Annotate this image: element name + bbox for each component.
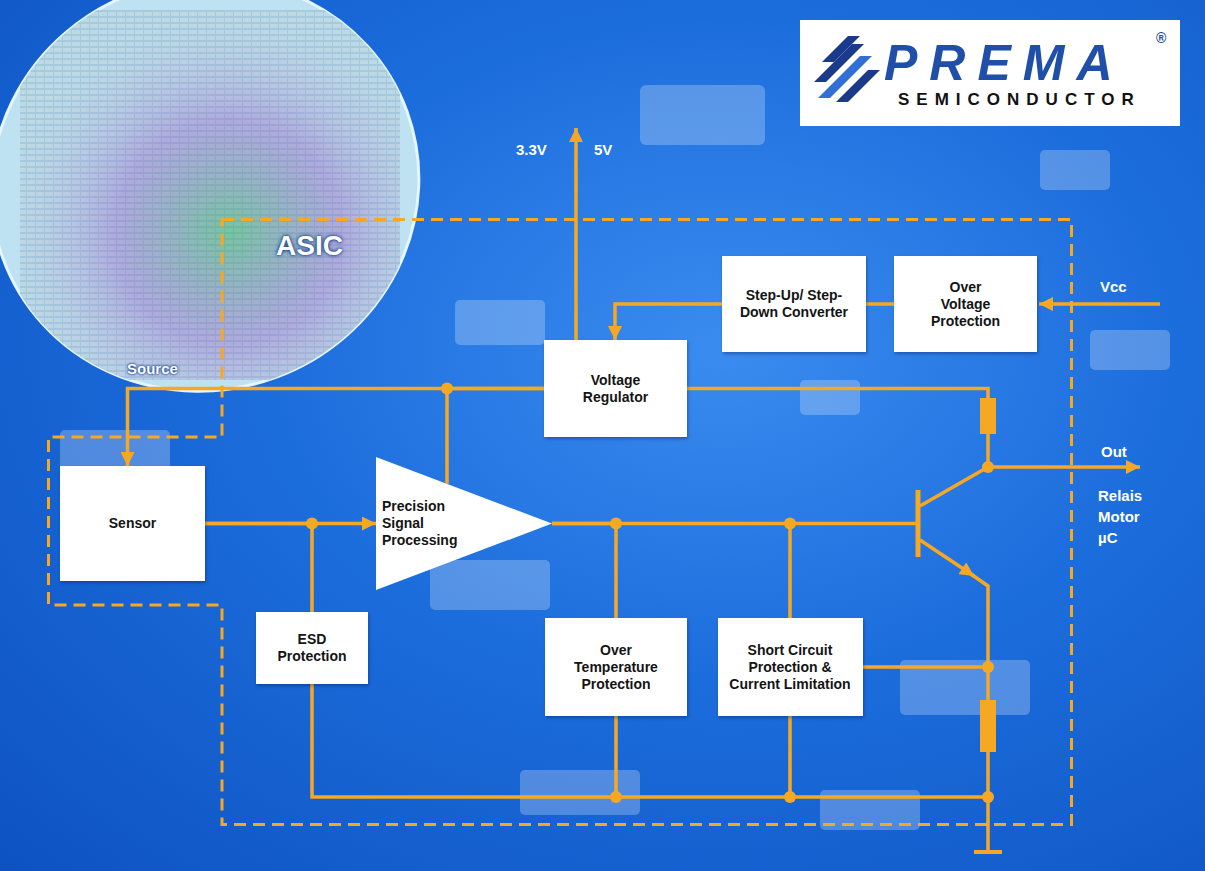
signal-label: µC — [1098, 529, 1117, 546]
polygon-shape — [836, 70, 880, 102]
circle-shape — [610, 791, 622, 803]
signal-wire — [552, 524, 616, 619]
signal-wire — [552, 524, 790, 619]
block-label: Sensor — [109, 515, 156, 532]
block-label: Step-Up/ Step-Down Converter — [739, 287, 849, 321]
signal-label: Source — [127, 360, 178, 377]
rect-shape — [20, 10, 400, 380]
signal-label: Vcc — [1100, 278, 1127, 295]
circle-shape — [982, 661, 994, 673]
line-shape — [920, 540, 974, 576]
line-shape — [974, 850, 1002, 854]
line-shape — [988, 465, 1140, 469]
process-box: Sensor — [60, 466, 205, 581]
process-box: Short Circuit Protection & Current Limit… — [718, 618, 863, 716]
line-shape — [862, 665, 988, 669]
process-box: ESD Protection — [256, 612, 368, 684]
logo-text: PREMA — [884, 34, 1125, 92]
line-shape — [788, 716, 792, 797]
block-label: Over Voltage Protection — [926, 279, 1006, 330]
rect-shape — [455, 300, 545, 345]
signal-label: Out — [1101, 443, 1127, 460]
rect-shape — [980, 700, 996, 752]
circle-shape — [784, 791, 796, 803]
line-shape — [574, 128, 578, 340]
g-shape — [20, 10, 400, 380]
rect-shape — [980, 398, 996, 434]
ellipse-shape — [0, 0, 477, 451]
line-shape — [916, 490, 921, 557]
logo-text: SEMICONDUCTOR — [898, 90, 1141, 110]
signal-label: 5V — [594, 141, 612, 158]
wafer-illustration — [0, 0, 477, 451]
text-holder: Precision Signal Processing — [382, 457, 472, 590]
rect-shape — [20, 10, 400, 380]
line-shape — [790, 522, 916, 526]
signal-wire — [128, 389, 545, 467]
signal-label: Motor — [1098, 508, 1140, 525]
signal-wire — [447, 389, 544, 484]
signal-wire — [615, 304, 722, 340]
signal-label: Relais — [1098, 487, 1142, 504]
block-label: Over Temperature Protection — [561, 642, 671, 693]
circuit-wires — [312, 128, 1160, 852]
polyline-shape — [920, 467, 988, 506]
rect-shape — [520, 770, 640, 815]
rect-shape — [1090, 330, 1170, 370]
process-box: Voltage Regulator — [544, 340, 687, 437]
dashed-outline — [49, 220, 1072, 825]
block-label: ESD Protection — [267, 631, 357, 665]
line-shape — [1039, 302, 1160, 306]
triangle-fill — [376, 457, 552, 590]
signal-wire — [205, 524, 312, 613]
amplifier-triangle: Precision Signal Processing — [376, 457, 552, 590]
process-box: Over Temperature Protection — [545, 618, 687, 716]
junction-dots — [306, 383, 994, 804]
rect-shape — [640, 85, 765, 145]
asic-region: ASIC Step-Up/ Step-Down Converter Over Vol… — [47, 218, 1073, 826]
block-label: Precision Signal Processing — [382, 498, 472, 549]
rect-shape — [800, 380, 860, 415]
signal-wire — [866, 302, 894, 306]
polyline-shape — [968, 572, 988, 700]
block-label: Voltage Regulator — [568, 372, 663, 406]
polyline-shape — [687, 389, 988, 399]
signal-label: 3.3V — [516, 141, 547, 158]
resistor-symbol — [980, 398, 996, 752]
rect-shape — [800, 20, 1180, 126]
process-box: Over Voltage Protection — [894, 256, 1037, 352]
logo-panel — [800, 20, 1180, 126]
process-box: Step-Up/ Step-Down Converter — [722, 256, 866, 352]
rect-shape — [430, 560, 550, 610]
rect-shape — [1040, 150, 1110, 190]
block-label: Short Circuit Protection & Current Limit… — [724, 642, 857, 693]
circle-shape — [982, 461, 994, 473]
line-shape — [614, 716, 618, 797]
circle-shape — [982, 791, 994, 803]
region-title: ASIC — [276, 230, 343, 262]
logo-text: ® — [1156, 30, 1166, 46]
